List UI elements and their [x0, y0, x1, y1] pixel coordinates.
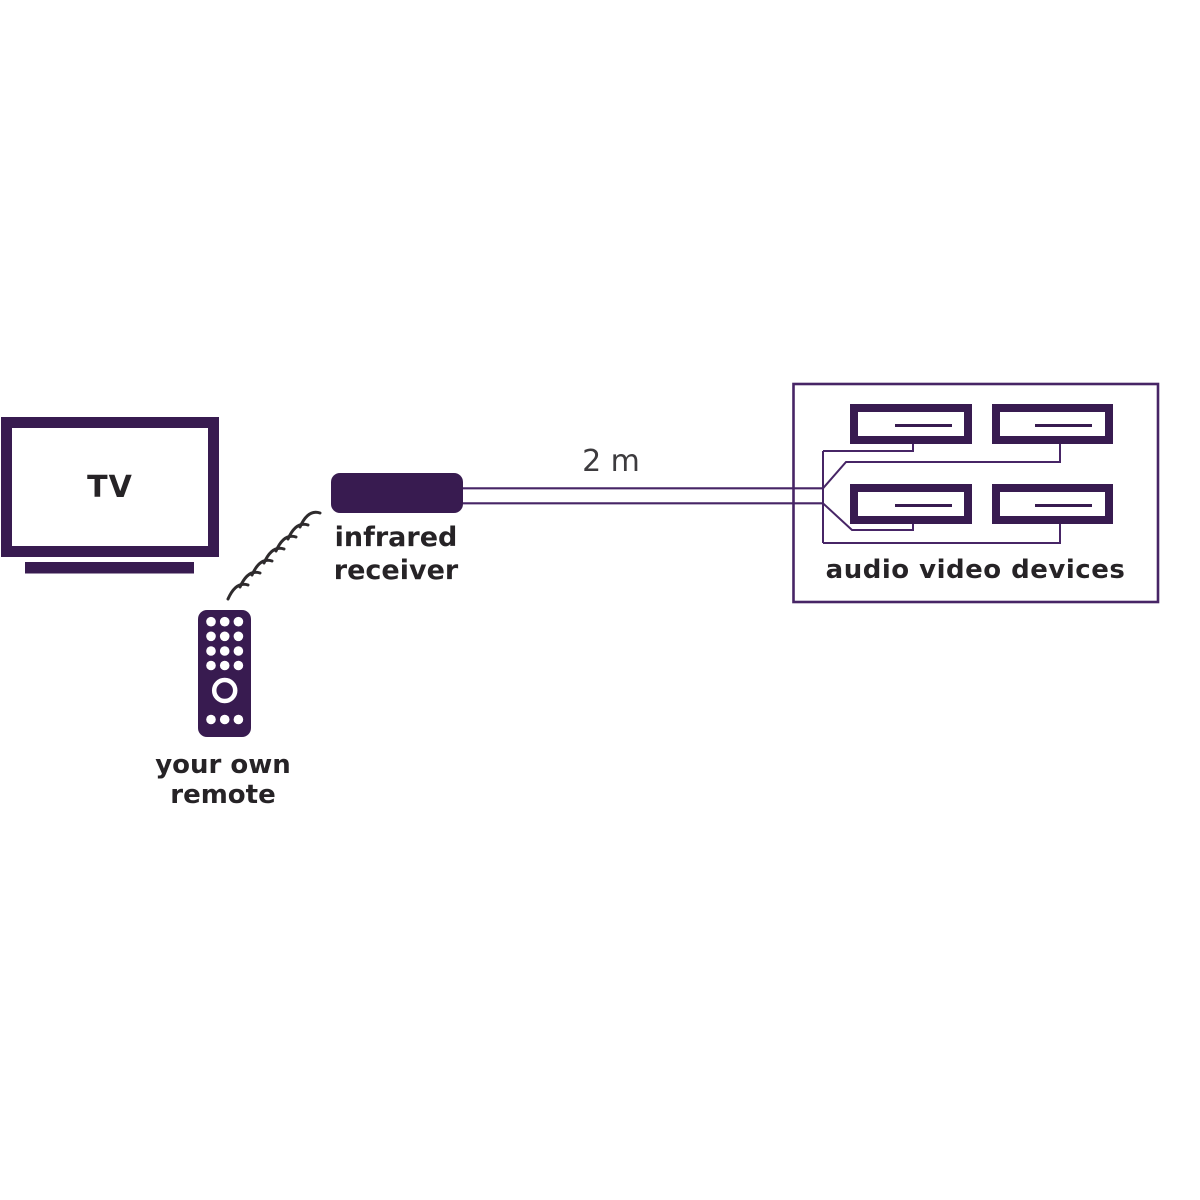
signal-wave	[286, 522, 310, 541]
av-devices-label-text: audio video devices	[825, 555, 1126, 585]
cable-length-label: 2 m	[551, 444, 671, 479]
wire-bottom-left	[822, 502, 914, 531]
wire-top-right	[822, 444, 1061, 489]
signal-wave	[298, 510, 322, 529]
ir-signal-waves-icon	[226, 510, 322, 601]
wire-bottom-right	[823, 524, 1061, 544]
tv-icon	[1, 417, 219, 574]
av-devices-box	[792, 382, 1160, 604]
infrared-receiver-label-line2: receiver	[333, 555, 459, 586]
tv-screen	[1, 417, 219, 557]
signal-wave	[238, 570, 262, 589]
device-wiring	[822, 444, 1061, 544]
wire-top-left	[823, 444, 914, 452]
cable-2m	[463, 487, 823, 505]
own-remote-label-line2: remote	[170, 780, 276, 810]
av-devices-label: audio video devices	[793, 555, 1158, 585]
signal-wave	[226, 582, 250, 601]
remote-ok-button	[211, 677, 238, 704]
remote-body	[198, 610, 251, 737]
tv-label: TV	[12, 428, 208, 546]
signal-wave	[262, 546, 286, 565]
av-device-icons	[850, 404, 1113, 524]
own-remote-label: your own remote	[123, 750, 323, 810]
av-device-icon	[992, 404, 1113, 444]
infrared-receiver-label: infrared receiver	[296, 521, 496, 587]
av-device-icon	[992, 484, 1113, 524]
av-device-icon	[850, 484, 972, 524]
cable-length-text: 2 m	[582, 444, 640, 479]
infrared-receiver-label-line1: infrared	[334, 522, 458, 553]
own-remote-label-line1: your own	[155, 750, 291, 780]
infrared-receiver-icon	[331, 473, 463, 513]
signal-wave	[274, 534, 298, 553]
signal-wave	[250, 558, 274, 577]
tv-label-text: TV	[87, 469, 133, 505]
remote-buttons	[206, 616, 244, 725]
tv-stand	[25, 562, 194, 574]
remote-control-icon	[198, 610, 251, 737]
av-device-icon	[850, 404, 972, 444]
